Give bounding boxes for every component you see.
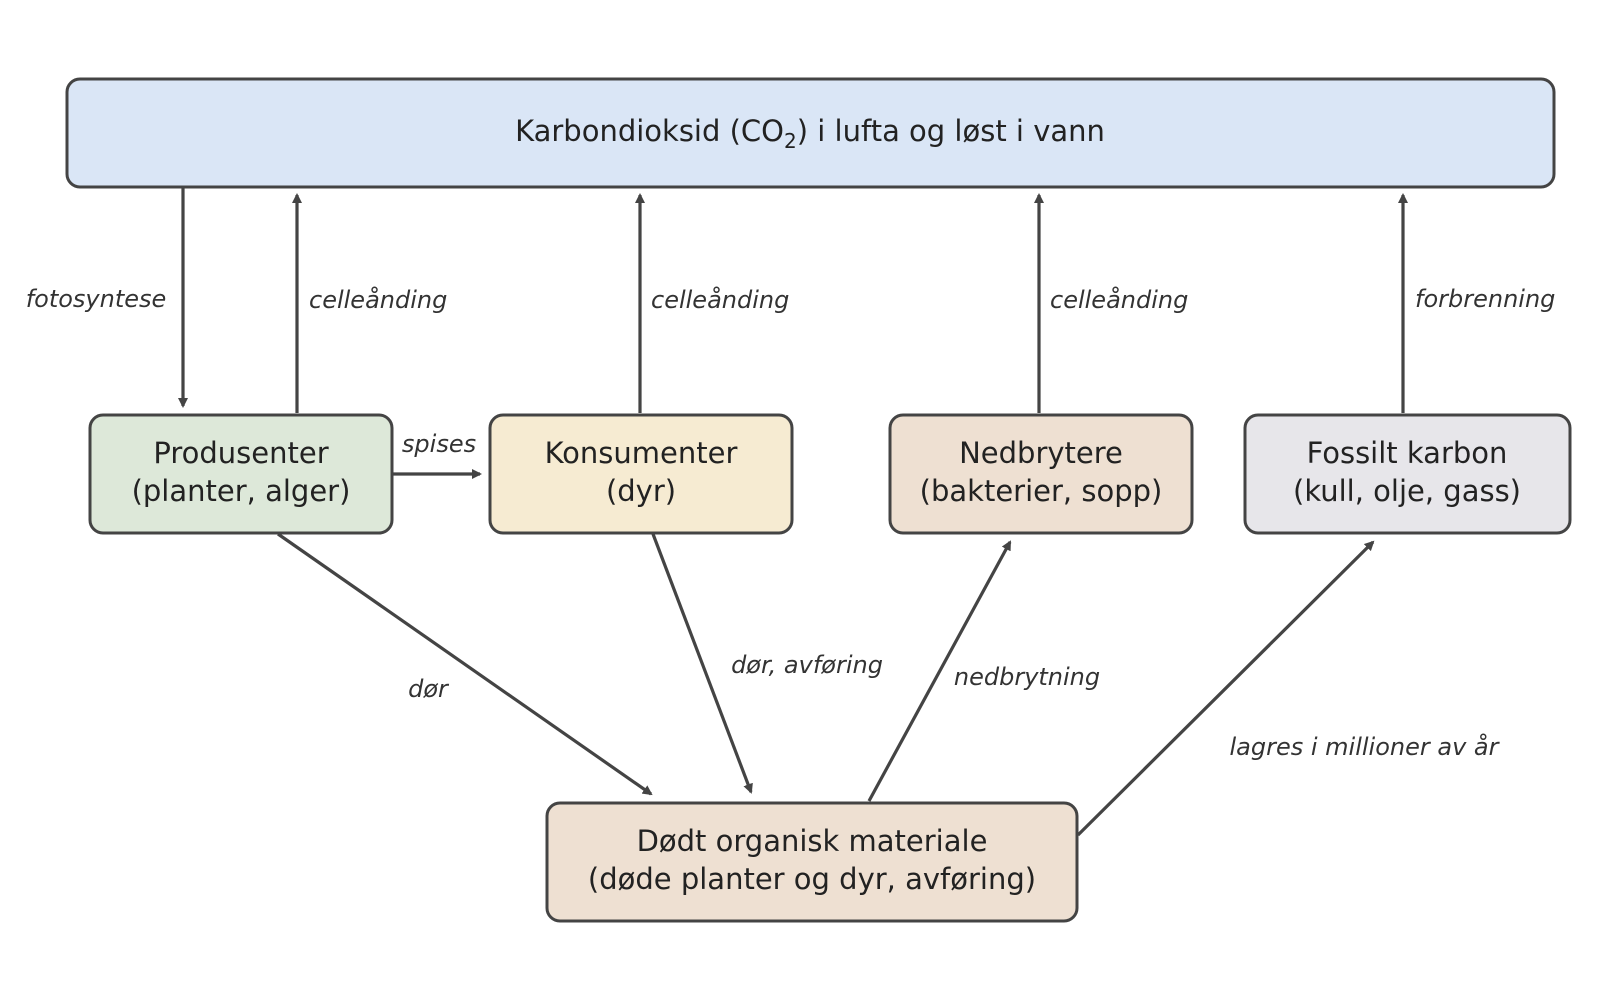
node-dead-organic-line2: (døde planter og dyr, avføring) <box>588 862 1036 896</box>
label-consumers-die: dør, avføring <box>731 651 883 679</box>
edge-producers-die <box>277 532 653 796</box>
node-consumers: Konsumenter (dyr) <box>488 413 794 535</box>
node-consumers-line1: Konsumenter <box>545 436 738 470</box>
node-decomposers-line2: (bakterier, sopp) <box>920 474 1163 508</box>
node-producers: Produsenter (planter, alger) <box>88 413 394 535</box>
node-fossil-box <box>1243 413 1572 535</box>
node-dead-organic-line1: Dødt organisk materiale <box>637 824 988 858</box>
node-atmosphere-label: Karbondioksid (CO2) i lufta og løst i va… <box>515 114 1105 153</box>
label-eaten: spises <box>402 430 476 458</box>
label-decomposition: nedbrytning <box>954 663 1100 691</box>
label-respiration-consumers: celleånding <box>651 285 789 314</box>
node-fossil-line2: (kull, olje, gass) <box>1293 474 1521 508</box>
node-consumers-line2: (dyr) <box>606 474 676 508</box>
co2-subscript: 2 <box>784 129 797 153</box>
node-atmosphere: Karbondioksid (CO2) i lufta og løst i va… <box>65 77 1556 189</box>
node-producers-line1: Produsenter <box>153 436 328 470</box>
node-producers-box <box>88 413 394 535</box>
label-combustion: forbrenning <box>1415 285 1555 313</box>
label-producers-die: dør <box>408 675 450 703</box>
label-respiration-decomposers: celleånding <box>1050 285 1188 314</box>
node-fossil: Fossilt karbon (kull, olje, gass) <box>1243 413 1572 535</box>
label-photosynthesis: fotosyntese <box>26 285 167 313</box>
node-dead-organic: Dødt organisk materiale (døde planter og… <box>545 801 1079 923</box>
node-decomposers: Nedbrytere (bakterier, sopp) <box>888 413 1194 535</box>
node-decomposers-line1: Nedbrytere <box>959 436 1123 470</box>
edge-consumers-die <box>651 533 753 794</box>
label-respiration-producers: celleånding <box>309 285 447 314</box>
node-fossil-line1: Fossilt karbon <box>1307 436 1508 470</box>
edge-fossilization <box>1076 540 1375 837</box>
node-producers-line2: (planter, alger) <box>132 474 351 508</box>
node-consumers-box <box>488 413 794 535</box>
edge-decomposition <box>867 540 1012 802</box>
label-fossilization: lagres i millioner av år <box>1230 732 1501 761</box>
node-decomposers-box <box>888 413 1194 535</box>
node-atmosphere-box <box>65 77 1556 189</box>
node-dead-organic-box <box>545 801 1079 923</box>
